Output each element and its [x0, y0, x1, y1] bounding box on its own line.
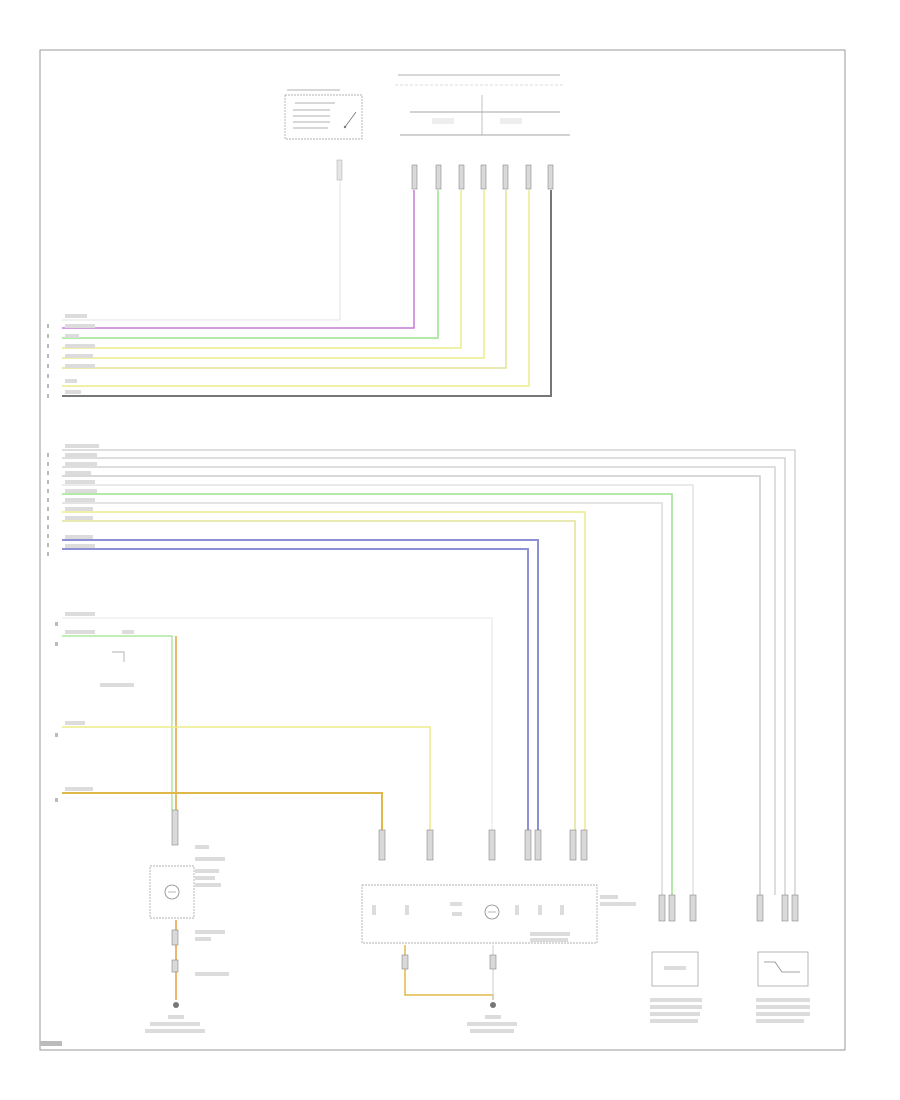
middle-wire-labels — [65, 444, 99, 548]
ground-icon — [467, 1002, 517, 1033]
diagram-frame — [39, 49, 846, 1051]
window-switch-icon — [664, 966, 686, 970]
mirror-module-connector — [395, 74, 570, 190]
switch-icon — [343, 111, 357, 129]
footer-code-mark — [40, 1041, 62, 1046]
window-switch-left — [650, 894, 702, 1023]
motor-icon — [164, 884, 180, 900]
upper-wire-bundle — [62, 180, 552, 397]
lower-pin-numbers — [55, 622, 58, 802]
ground-icon — [145, 1002, 205, 1033]
lower-wires — [62, 617, 494, 1000]
motor-icon — [484, 904, 500, 920]
center-control-module — [361, 829, 636, 970]
splice-point — [100, 651, 134, 687]
upper-wire-labels — [65, 314, 95, 394]
window-switch-right — [756, 894, 810, 1023]
middle-pin-numbers — [47, 453, 49, 556]
upper-pin-numbers — [47, 324, 49, 398]
lower-wire-labels — [65, 612, 134, 791]
middle-wire-bundle — [62, 449, 796, 895]
switch-box — [284, 94, 363, 140]
mirror-adjust-switch — [284, 89, 363, 181]
window-switch-icon — [764, 961, 800, 973]
left-mirror-motor — [149, 809, 229, 976]
